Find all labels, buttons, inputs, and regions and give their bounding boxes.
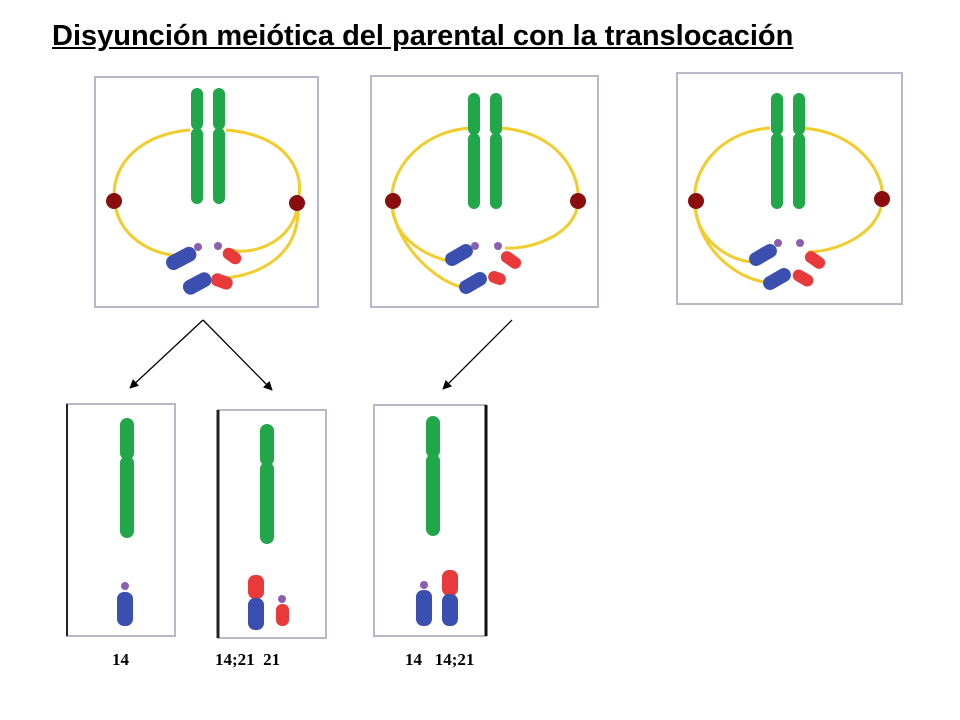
centrosome-right <box>289 195 305 211</box>
chromosome-14 <box>426 416 440 536</box>
chromosome-21-red <box>276 604 289 626</box>
quadrivalent-cluster <box>166 242 242 295</box>
panel-border <box>94 76 319 308</box>
page-title: Disyunción meiótica del parental con la … <box>52 20 794 52</box>
centrosome-left <box>688 193 704 209</box>
gamete-panel-2 <box>216 409 327 639</box>
gamete-panel-1 <box>66 403 176 637</box>
quadrivalent-cluster <box>445 242 522 294</box>
centrosome-right <box>874 191 890 207</box>
panel-border <box>676 72 903 305</box>
metaphase-panel-2 <box>370 75 599 308</box>
translocation-14-21-blue <box>442 594 458 626</box>
quadrivalent-cluster <box>749 239 826 290</box>
arrow-to-gamete-3 <box>442 319 513 390</box>
gamete-label-3: 14 14;21 <box>405 650 475 669</box>
translocation-14-21-red <box>248 575 264 599</box>
chromosome-14 <box>260 424 274 544</box>
gamete-label-2: 14;21 21 <box>215 650 281 669</box>
translocation-14-21-red <box>442 570 458 596</box>
translocation-14-21-blue <box>248 598 264 630</box>
chromosome-14 <box>120 418 134 538</box>
centrosome-left <box>106 193 122 209</box>
chromosome-21-blue <box>416 590 432 626</box>
centrosome-right <box>570 193 586 209</box>
panel-border <box>370 75 599 308</box>
gamete-label-1: 14 <box>112 650 129 669</box>
spindle-fibers <box>112 128 302 280</box>
centrosome-left <box>385 193 401 209</box>
spindle-fibers <box>693 126 884 284</box>
chromosome-21-blue <box>117 592 133 626</box>
arrow-to-gamete-2 <box>202 319 273 391</box>
arrow-to-gamete-1 <box>129 319 204 389</box>
metaphase-panel-1 <box>94 76 319 308</box>
segregation-arrows <box>129 319 513 391</box>
gamete-panel-3 <box>373 404 488 637</box>
metaphase-panel-3 <box>676 72 903 305</box>
